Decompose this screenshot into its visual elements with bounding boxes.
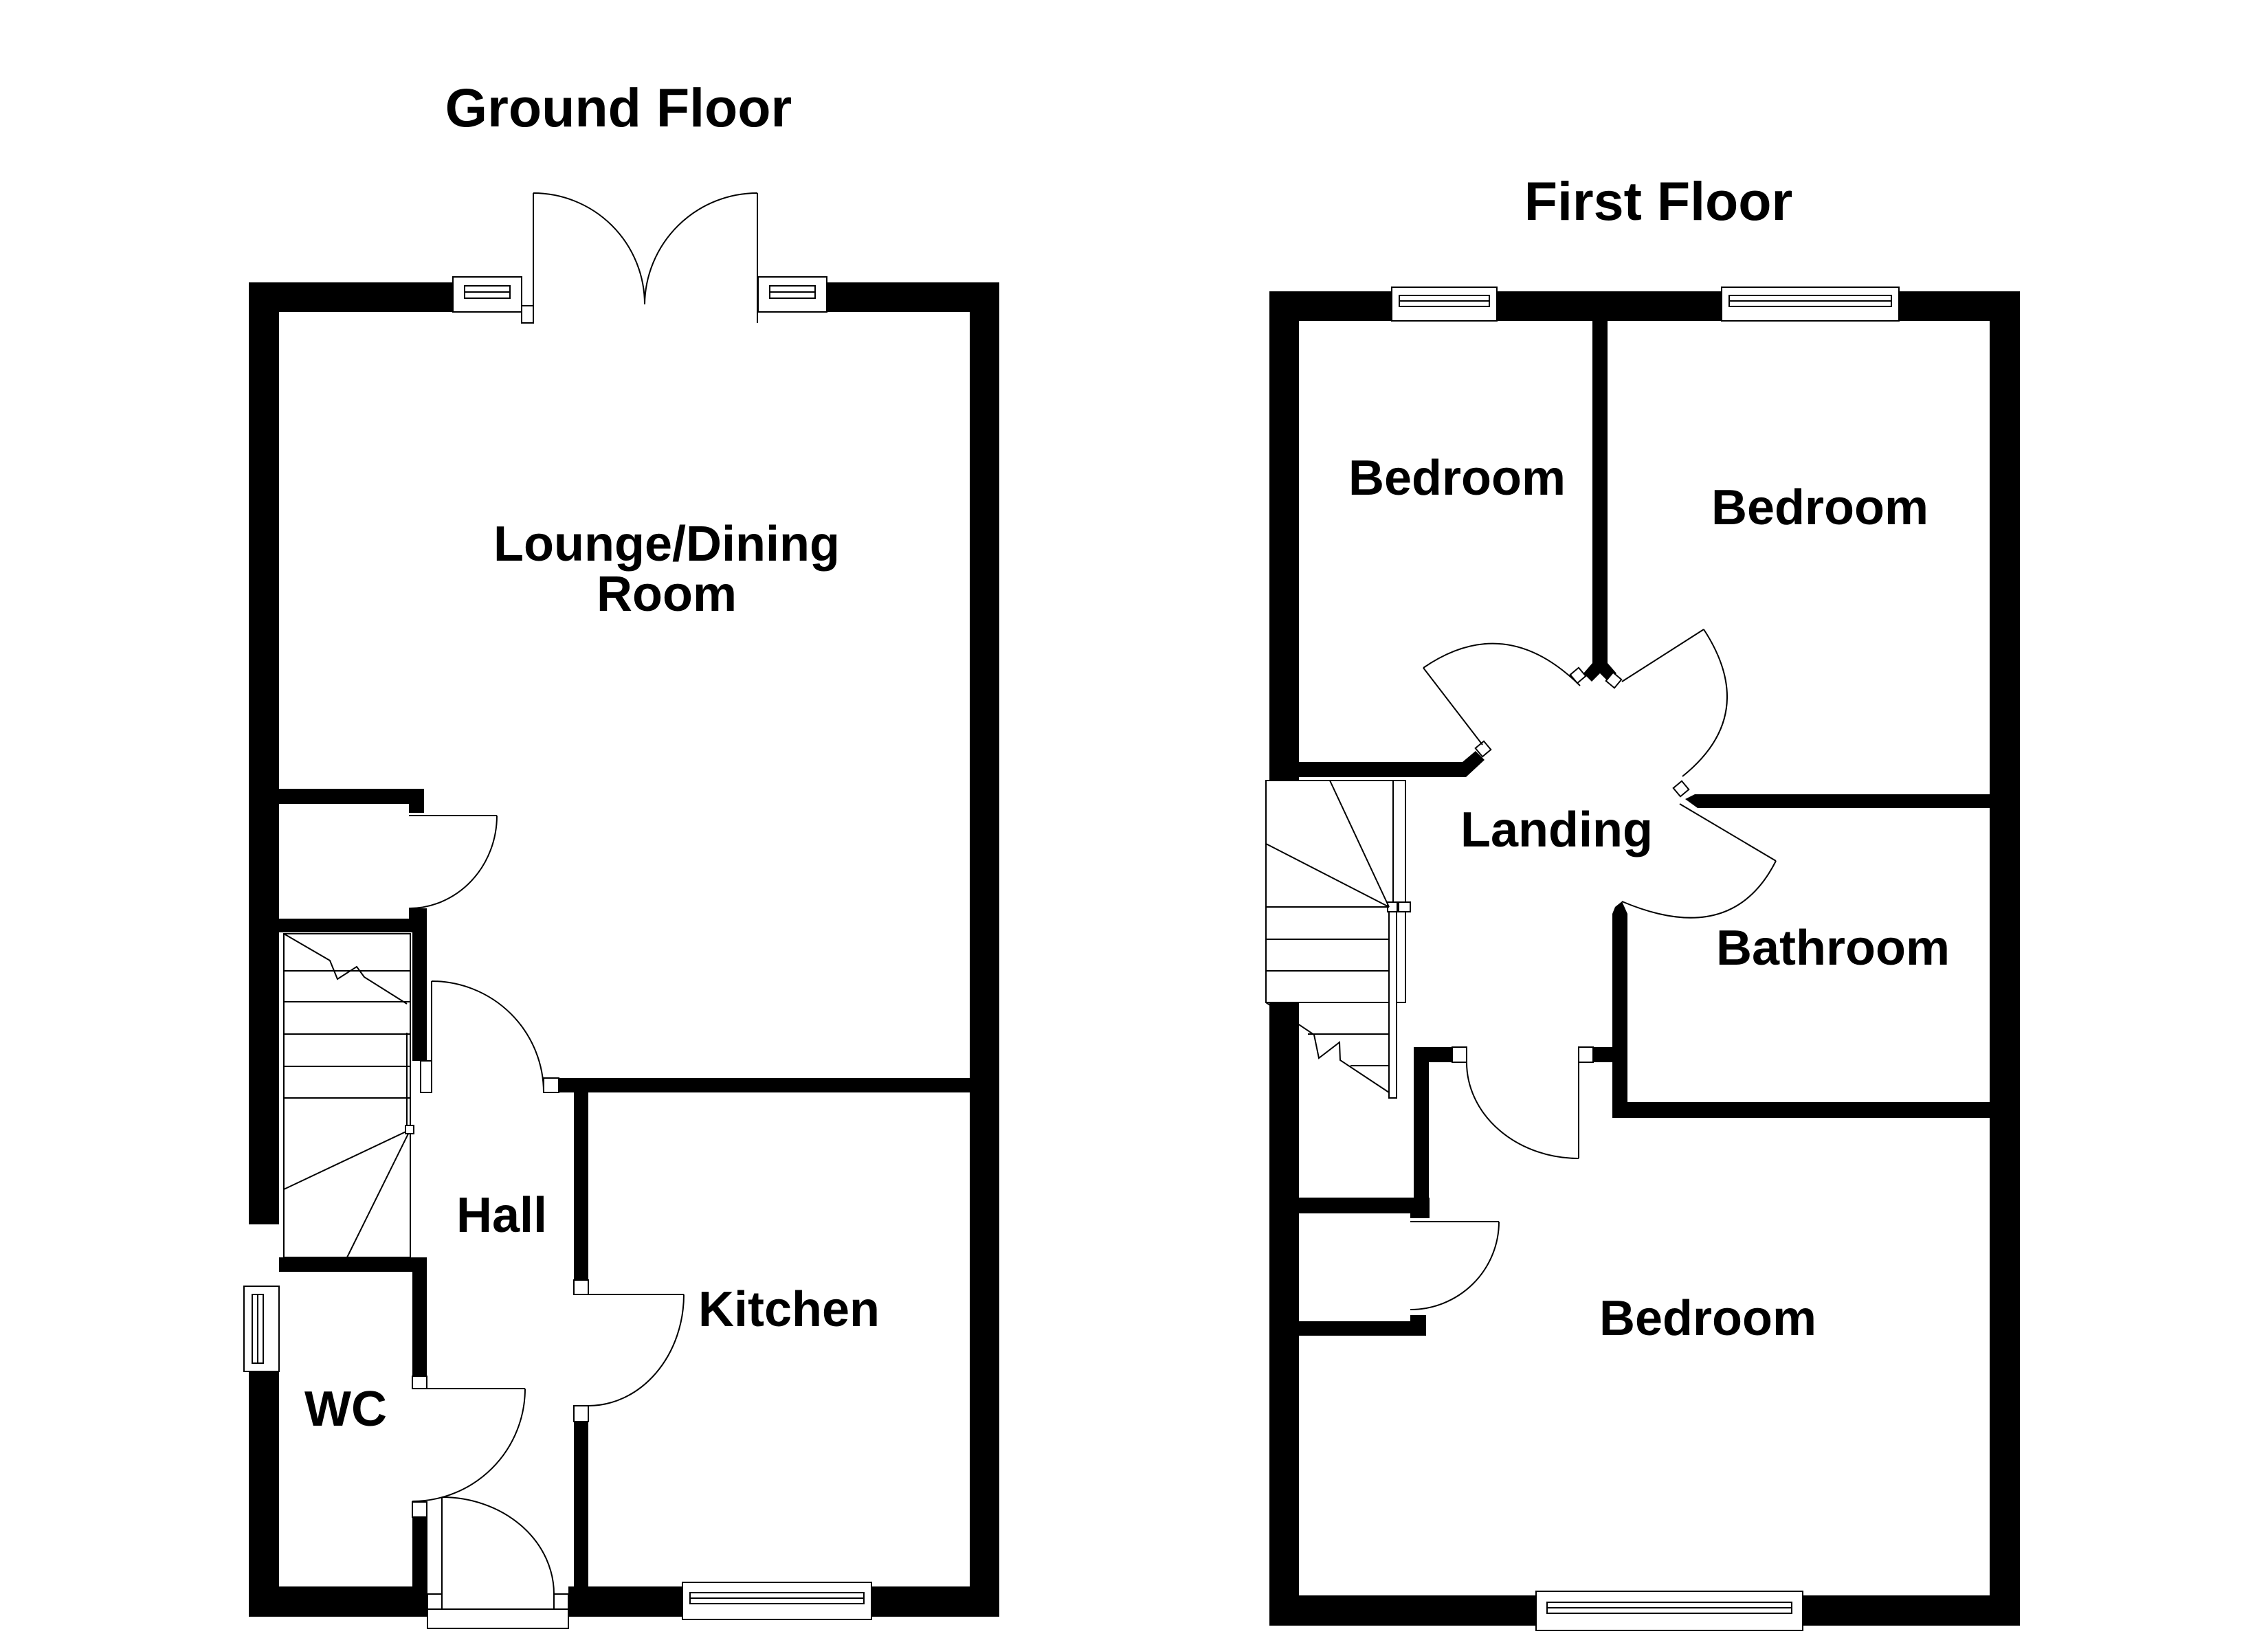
first-doors	[1410, 629, 1777, 1310]
door-swing-icon	[1410, 1221, 1500, 1310]
ground-staircase-icon	[283, 933, 414, 1258]
french-door-icon	[521, 192, 758, 324]
window-icon	[1721, 287, 1900, 322]
room-label-bedroom-3: Bedroom	[1599, 1291, 1816, 1346]
first-floor-plan: First Floor	[1265, 170, 2020, 1631]
door-swing-icon	[1423, 642, 1581, 745]
door-swing-icon	[1621, 803, 1777, 919]
window-icon	[1391, 287, 1498, 322]
ground-floor-plan: Ground Floor	[243, 77, 999, 1629]
door-swing-icon	[408, 815, 498, 909]
room-label-hall: Hall	[456, 1188, 547, 1243]
room-label-lounge-dining: Lounge/Dining	[493, 517, 840, 572]
room-label-bedroom-1: Bedroom	[1348, 451, 1566, 506]
ground-windows	[243, 276, 872, 1620]
room-label-kitchen: Kitchen	[698, 1282, 880, 1337]
window-icon	[452, 276, 522, 313]
door-swing-icon	[588, 1294, 685, 1406]
room-label-landing: Landing	[1460, 803, 1653, 857]
ground-floor-title: Ground Floor	[445, 77, 792, 138]
ground-inner-walls	[279, 789, 970, 1586]
room-label-bathroom: Bathroom	[1716, 921, 1950, 976]
first-floor-title: First Floor	[1524, 170, 1793, 232]
room-label-bedroom-2: Bedroom	[1711, 480, 1928, 535]
window-icon	[243, 1286, 280, 1372]
first-windows	[1391, 287, 1900, 1631]
door-swing-icon	[1466, 1062, 1579, 1159]
door-swing-icon	[1621, 629, 1728, 777]
window-icon	[1535, 1591, 1803, 1631]
first-outer-walls	[1269, 291, 2020, 1626]
door-swing-icon	[431, 980, 544, 1093]
door-swing-icon	[412, 1388, 526, 1502]
window-icon	[682, 1582, 872, 1620]
room-label-wc: WC	[304, 1382, 387, 1437]
window-icon	[757, 276, 827, 313]
first-inner-walls	[1299, 321, 1990, 1336]
front-door-icon	[427, 1496, 569, 1629]
first-staircase-icon	[1265, 780, 1411, 1099]
ground-outer-walls	[249, 282, 999, 1617]
room-label-lounge-dining-line2: Room	[597, 567, 737, 622]
ground-doors	[408, 192, 758, 1629]
